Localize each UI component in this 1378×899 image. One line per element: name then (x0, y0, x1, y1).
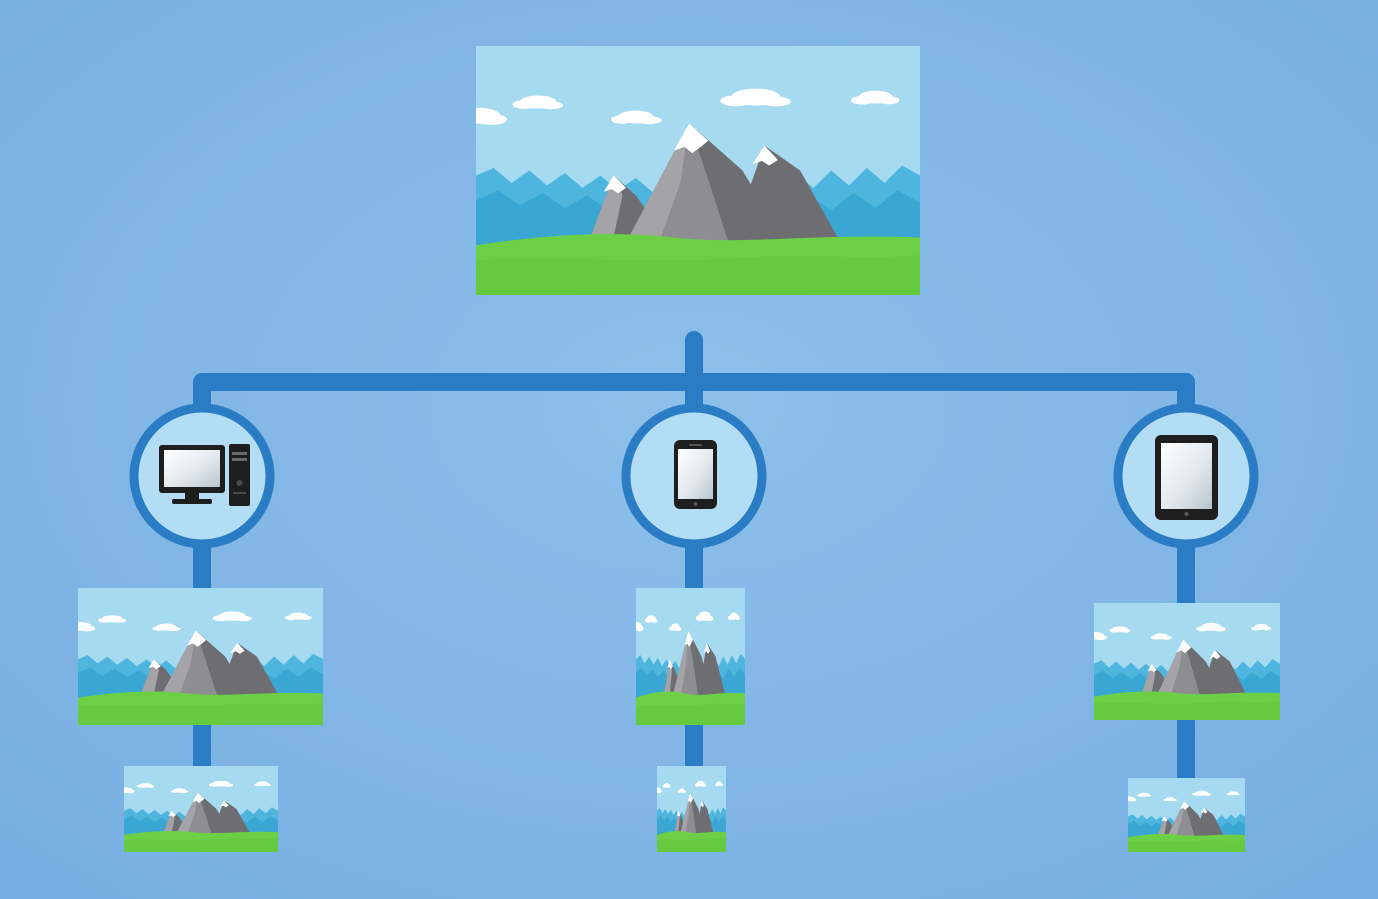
tablet-small-landscape-image-icon (1128, 778, 1245, 852)
phone-medium-landscape-image-icon (636, 588, 745, 725)
tablet-icon (1155, 435, 1218, 520)
desktop-device-node (129, 403, 275, 549)
desktop-medium-landscape-image-icon (78, 588, 323, 725)
source-landscape-image-icon (476, 46, 920, 295)
phone-device-node (621, 403, 767, 549)
smartphone-icon (674, 440, 717, 509)
desktop-computer-icon (159, 444, 250, 506)
desktop-small-landscape-image-icon (124, 766, 278, 852)
phone-small-landscape-image-icon (657, 766, 726, 852)
tablet-medium-landscape-image-icon (1094, 603, 1280, 720)
tablet-device-node (1113, 403, 1259, 549)
